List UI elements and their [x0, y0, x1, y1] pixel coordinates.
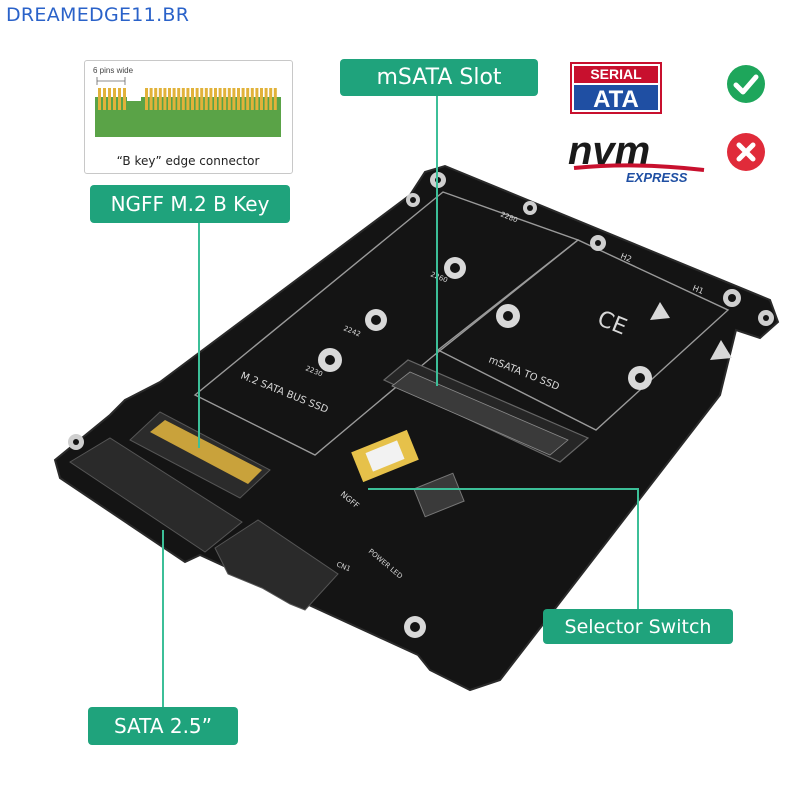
silk-h2: H2: [619, 252, 633, 265]
silk-h1: H1: [691, 284, 705, 297]
inset-caption: “B key” edge connector: [117, 154, 260, 168]
msata-connector: [382, 359, 590, 463]
edge-pin: [149, 88, 153, 110]
ata-text: ATA: [593, 86, 639, 113]
edge-pin: [154, 88, 158, 110]
edge-pin: [237, 88, 240, 110]
edge-connector-inset: 6 pins wide “B key” edge connector: [84, 60, 293, 174]
edge-pin: [200, 88, 204, 110]
edge-pin: [158, 88, 162, 110]
edge-pin: [264, 88, 268, 110]
edge-pin: [172, 88, 176, 110]
m2-connector: [129, 411, 271, 499]
edge-pin: [246, 88, 250, 110]
sata-callout: SATA 2.5”: [88, 707, 238, 745]
nvm-express-logo: nvm EXPRESS: [568, 132, 705, 184]
selector-switch: [351, 429, 419, 483]
edge-pin: [250, 88, 254, 110]
edge-pin: [241, 88, 245, 110]
edge-pin: [191, 88, 194, 110]
edge-pin: [223, 88, 227, 110]
edge-pin: [269, 88, 273, 110]
edge-pin: [163, 88, 167, 110]
sata-connector: [69, 437, 339, 611]
selector-switch-callout: Selector Switch: [543, 609, 733, 644]
serial-text: SERIAL: [590, 66, 642, 82]
msata-slot-callout: mSATA Slot: [340, 59, 538, 96]
regulator-chip: [413, 472, 465, 518]
edge-pin: [195, 88, 199, 110]
edge-connector-illustration: “B key” edge connector: [95, 77, 281, 168]
m2-area-outline: [193, 191, 580, 456]
watermark: DREAMEDGE11.BR: [6, 4, 190, 26]
edge-pin: [177, 88, 181, 110]
edge-pin: [218, 88, 222, 110]
check-icon: [727, 65, 765, 103]
mount-holes: [68, 172, 774, 638]
edge-pin: [255, 88, 259, 110]
edge-pin: [273, 88, 277, 110]
sata-leader-line: [162, 530, 164, 708]
edge-pin: [260, 88, 263, 110]
serial-ata-logo: SERIAL ATA: [570, 62, 662, 114]
edge-pin: [181, 88, 185, 110]
edge-pin: [232, 88, 236, 110]
cross-icon: [727, 133, 765, 171]
pins-note: 6 pins wide: [93, 66, 134, 75]
edge-pin: [209, 88, 213, 110]
edge-pin: [227, 88, 231, 110]
msata-leader-line: [436, 96, 438, 386]
ngff-m2-b-key-callout: NGFF M.2 B Key: [90, 185, 290, 223]
msata-area-outline: [436, 239, 730, 431]
ngff-leader-line: [198, 223, 200, 448]
express-text: EXPRESS: [626, 170, 688, 184]
edge-pin: [168, 88, 171, 110]
edge-pin: [214, 88, 217, 110]
edge-pin: [204, 88, 208, 110]
selector-leader-vertical: [637, 488, 639, 610]
selector-leader-horizontal: [368, 488, 638, 490]
edge-pin: [145, 88, 148, 110]
edge-pin: [186, 88, 190, 110]
